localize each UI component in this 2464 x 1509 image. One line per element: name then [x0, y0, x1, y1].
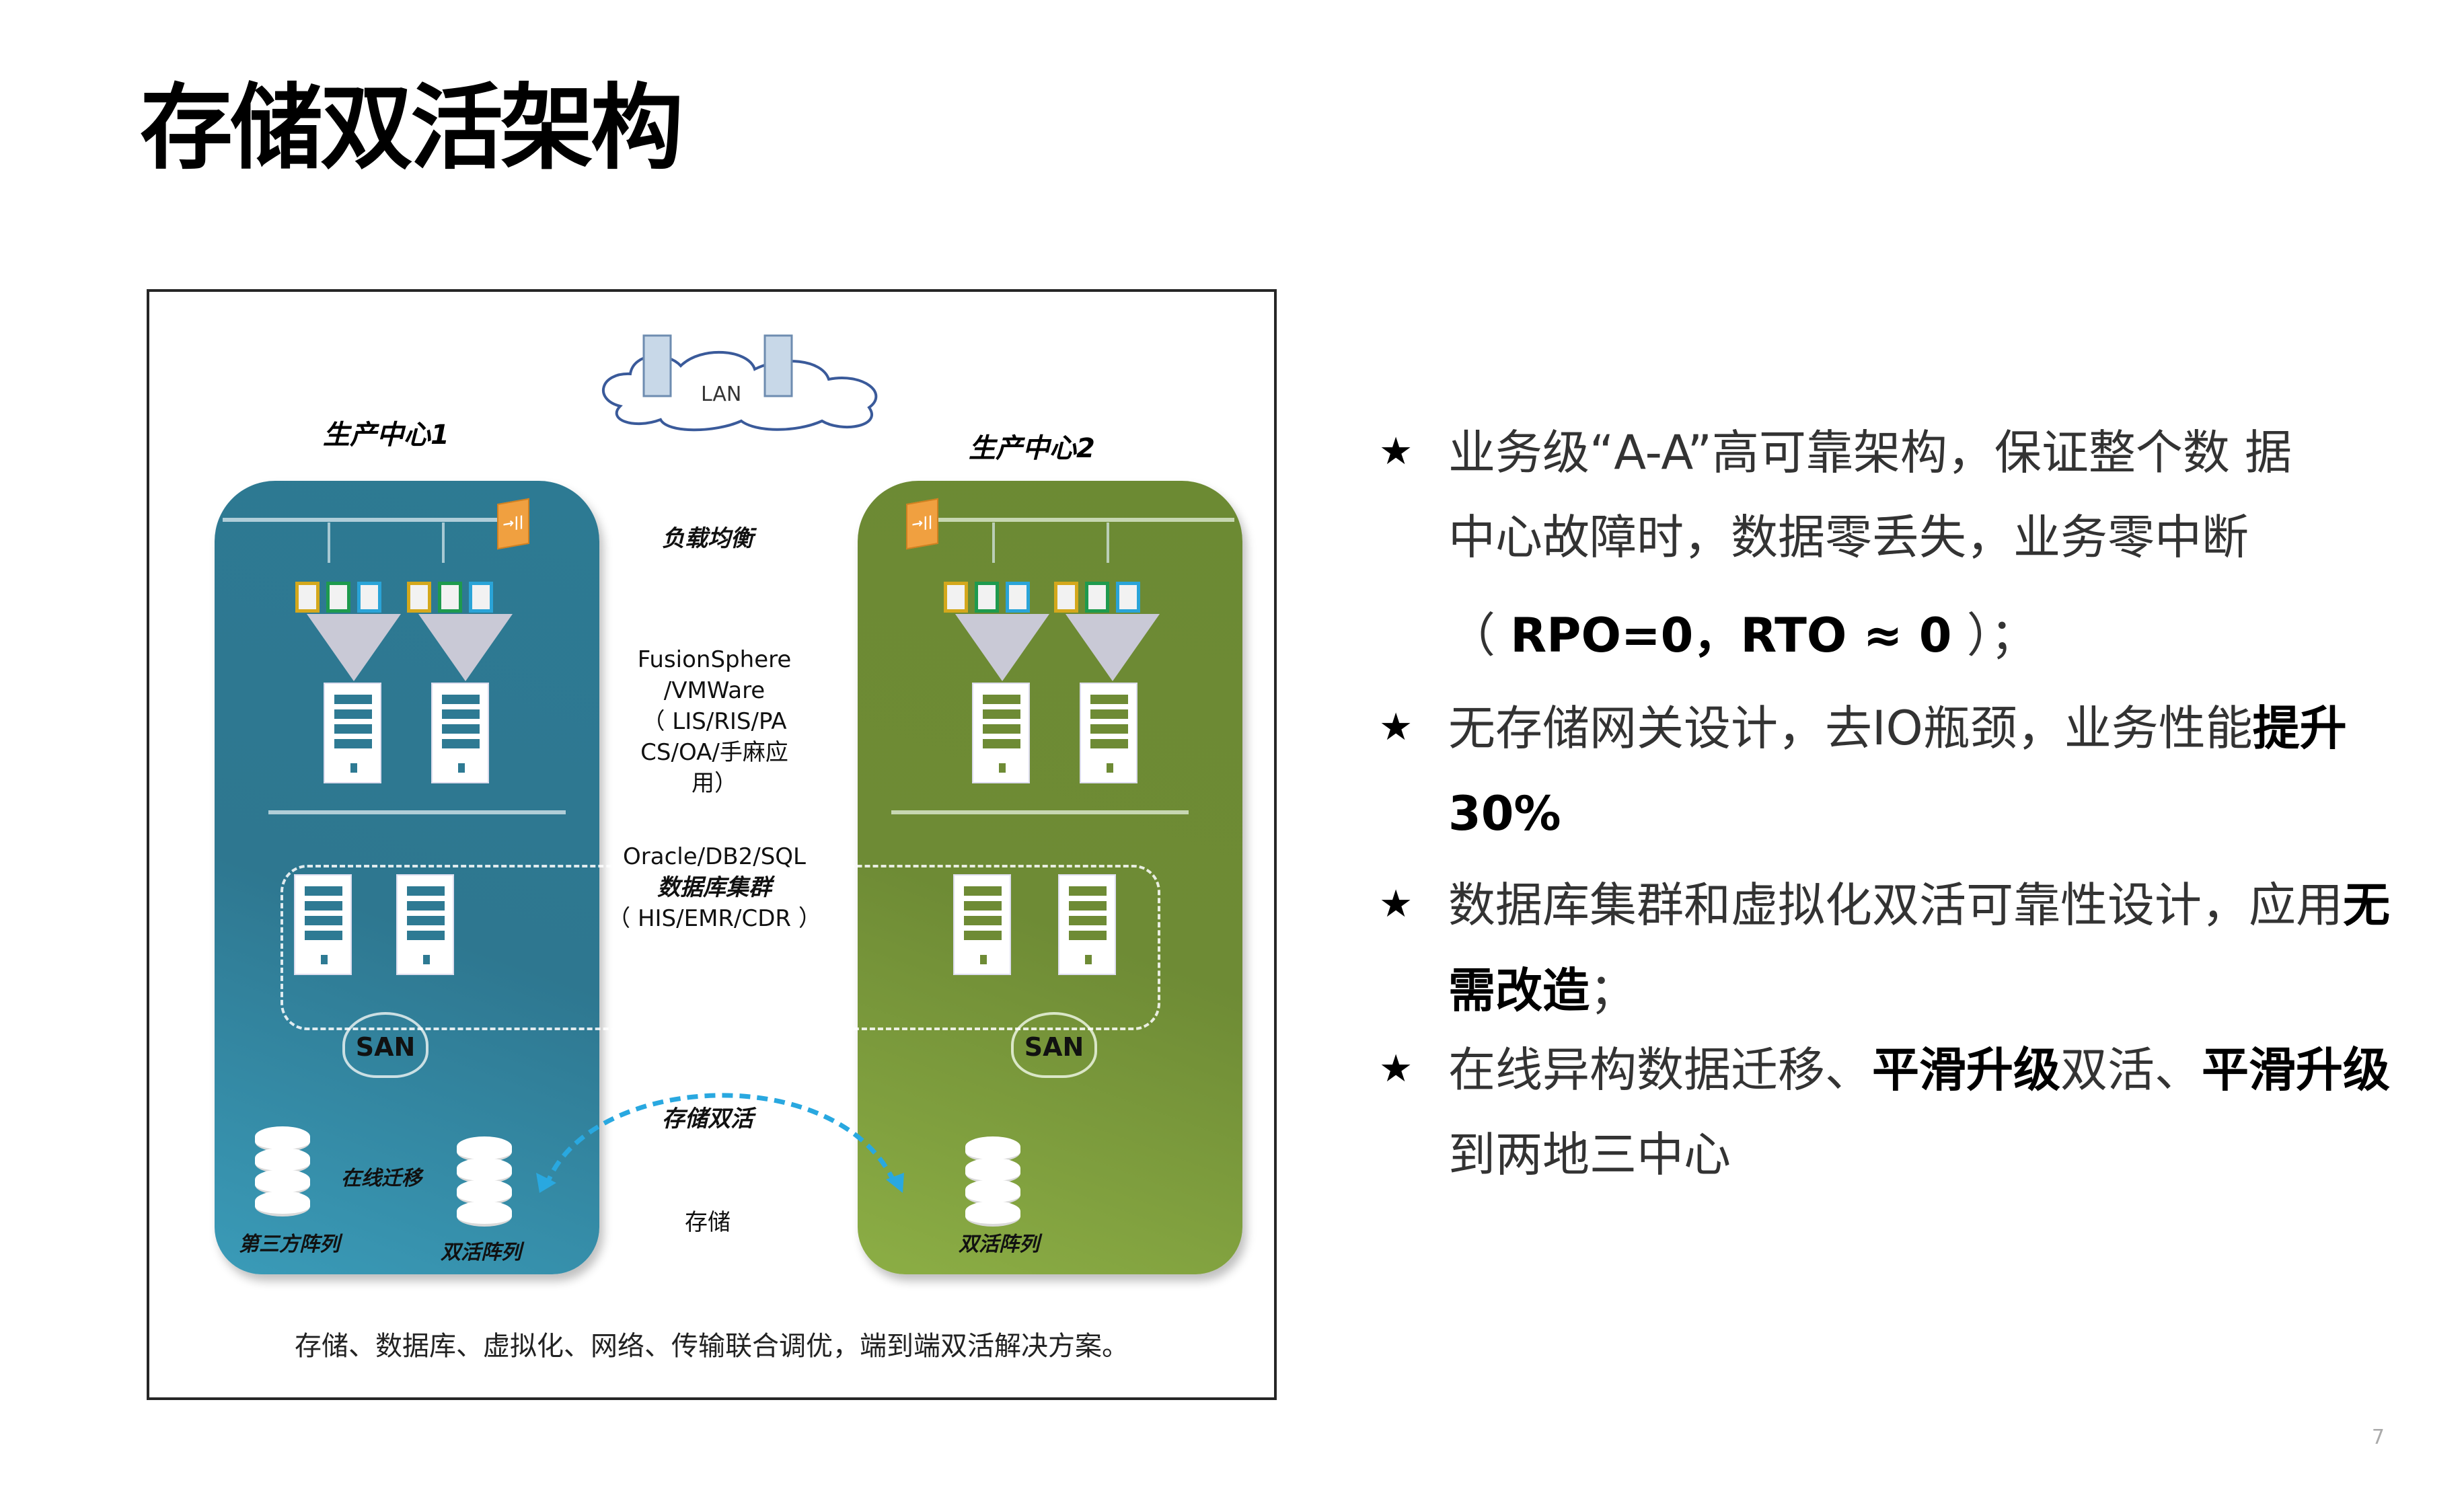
app-icon [1085, 582, 1109, 613]
online-migration-label: 在线迁移 [341, 1167, 422, 1190]
storage-active-label: 存储双活 [662, 1106, 753, 1132]
active-array-label-2: 双活阵列 [959, 1233, 1039, 1256]
app-icon [1054, 582, 1078, 613]
vm-server-icon [972, 683, 1030, 783]
star-icon: ★ [1379, 882, 1413, 926]
bullet-line: 需改造； [1448, 963, 1637, 1018]
app-icon [975, 582, 999, 613]
site2-panel: →|| SAN 双活阵列 [858, 481, 1242, 1274]
active-array-label-1: 双活阵列 [441, 1241, 521, 1264]
connector [442, 523, 445, 563]
bullet-line: 数据库集群和虚拟化双活可靠性设计，应用无 [1448, 878, 2390, 933]
bullet-line: 无存储网关设计，去IO瓶颈，业务性能提升 [1448, 701, 2347, 756]
vm-server-icon [1080, 683, 1137, 783]
network-bus [891, 810, 1189, 814]
replication-arrow-icon [536, 1093, 904, 1193]
app-icon [407, 582, 431, 613]
database-cluster-label: Oracle/DB2/SQL 数据库集群 （ HIS/EMR/CDR ） [607, 843, 821, 932]
bullet-line: （ RPO=0，RTO ≈ 0 ）； [1448, 608, 2038, 663]
app-icon [438, 582, 462, 613]
star-icon: ★ [1379, 1047, 1413, 1091]
virtualization-label: FusionSphere /VMWare （ LIS/RIS/PA CS/OA/… [637, 646, 792, 797]
site1-label: 生产中心1 [323, 420, 449, 451]
database-cluster-boundary [281, 865, 1160, 1030]
network-bus [268, 810, 566, 814]
funnel-icon [1066, 614, 1160, 681]
san-cloud-icon: SAN [1011, 1012, 1097, 1078]
db-server-icon [396, 874, 454, 975]
db-server-icon [953, 874, 1011, 975]
third-party-array-label: 第三方阵列 [239, 1233, 340, 1256]
connector [1107, 523, 1109, 563]
funnel-icon [955, 614, 1049, 681]
bullet-line: 30% [1448, 786, 1561, 841]
star-icon: ★ [1379, 705, 1413, 749]
lan-cloud-icon [601, 334, 878, 432]
architecture-diagram: LAN 生产中心1 生产中心2 →|| [147, 289, 1277, 1400]
page-title: 存储双活架构 [140, 74, 683, 182]
firewall-icon: →|| [906, 498, 938, 550]
app-icon [469, 582, 493, 613]
funnel-icon [307, 614, 401, 681]
funnel-icon [418, 614, 513, 681]
bullet-line: 在线异构数据迁移、平滑升级双活、平滑升级 [1448, 1042, 2390, 1097]
third-party-array-icon [255, 1126, 310, 1216]
app-icon [295, 582, 320, 613]
network-bus [938, 518, 1234, 522]
network-bus [223, 518, 512, 522]
san-cloud-icon: SAN [342, 1012, 428, 1078]
db-server-icon [1058, 874, 1116, 975]
page-number: 7 [2371, 1426, 2385, 1449]
active-array-icon [457, 1136, 512, 1227]
bullet-line: 到两地三中心 [1448, 1127, 1731, 1182]
diagram-caption: 存储、数据库、虚拟化、网络、传输联合调优，端到端双活解决方案。 [295, 1331, 1129, 1362]
app-icon [1006, 582, 1030, 613]
load-balance-label: 负载均衡 [662, 525, 753, 552]
connector [992, 523, 995, 563]
connector [328, 523, 330, 563]
app-icon [1116, 582, 1140, 613]
site1-panel: →|| SAN [215, 481, 599, 1274]
active-array-icon [965, 1136, 1020, 1227]
app-icon [326, 582, 350, 613]
star-icon: ★ [1379, 430, 1413, 473]
bullet-line: 业务级“A-A”高可靠架构，保证整个数 据 [1448, 425, 2292, 480]
app-icon [357, 582, 381, 613]
app-icon [944, 582, 968, 613]
site2-label: 生产中心2 [969, 433, 1095, 464]
bullet-line: 中心故障时，数据零丢失，业务零中断 [1448, 510, 2249, 565]
firewall-icon: →|| [497, 498, 529, 550]
vm-server-icon [431, 683, 489, 783]
storage-label: 存储 [685, 1209, 731, 1236]
lan-label: LAN [701, 383, 742, 406]
vm-server-icon [324, 683, 381, 783]
